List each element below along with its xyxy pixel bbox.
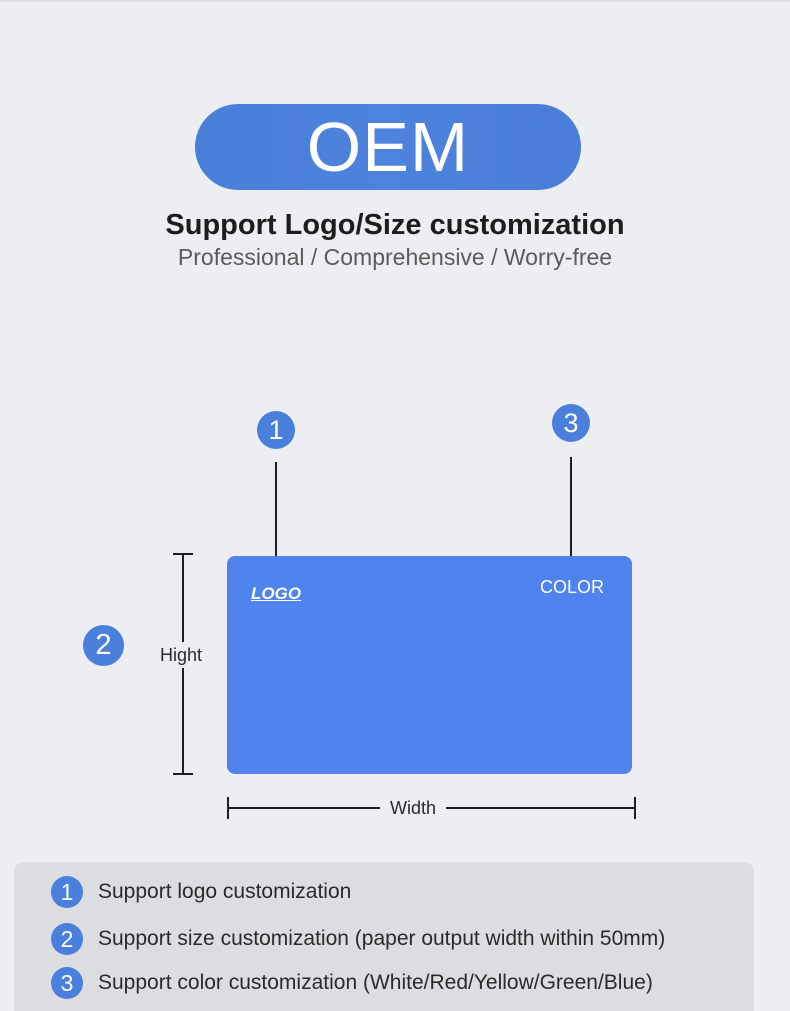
- top-divider: [0, 0, 790, 2]
- callout-logo-line: [275, 462, 277, 572]
- feature-text-logo: Support logo customization: [98, 880, 352, 903]
- feature-text-color: Support color customization (White/Red/Y…: [98, 971, 653, 994]
- feature-item-size: 2 Support size customization (paper outp…: [51, 922, 665, 956]
- feature-number-2: 2: [51, 923, 83, 955]
- width-dimension-right-cap: [634, 797, 636, 819]
- feature-number-1: 1: [51, 876, 83, 908]
- feature-item-color: 3 Support color customization (White/Red…: [51, 966, 653, 1000]
- width-label: Width: [380, 796, 446, 820]
- feature-text-size: Support size customization (paper output…: [98, 927, 666, 950]
- feature-number-3: 3: [51, 967, 83, 999]
- subline: Professional / Comprehensive / Worry-fre…: [177, 244, 613, 270]
- callout-logo-number: 1: [257, 411, 295, 449]
- headline: Support Logo/Size customization: [165, 209, 625, 241]
- callout-color-number: 3: [552, 404, 590, 442]
- features-panel: 1 Support logo customization 2 Support s…: [14, 862, 754, 1011]
- width-dimension-left-cap: [227, 797, 229, 819]
- height-dimension-top-cap: [173, 553, 193, 555]
- oem-banner-label: OEM: [306, 108, 470, 186]
- card-logo-text: LOGO: [251, 584, 302, 603]
- callout-color-line: [570, 457, 572, 567]
- oem-banner: OEM: [195, 104, 581, 190]
- height-label: Hight: [150, 642, 212, 668]
- feature-item-logo: 1 Support logo customization: [51, 875, 351, 909]
- card-color-text: COLOR: [539, 577, 604, 597]
- height-dimension-bottom-cap: [173, 773, 193, 775]
- callout-size-number: 2: [83, 625, 124, 666]
- card-preview: LOGO COLOR: [227, 556, 632, 774]
